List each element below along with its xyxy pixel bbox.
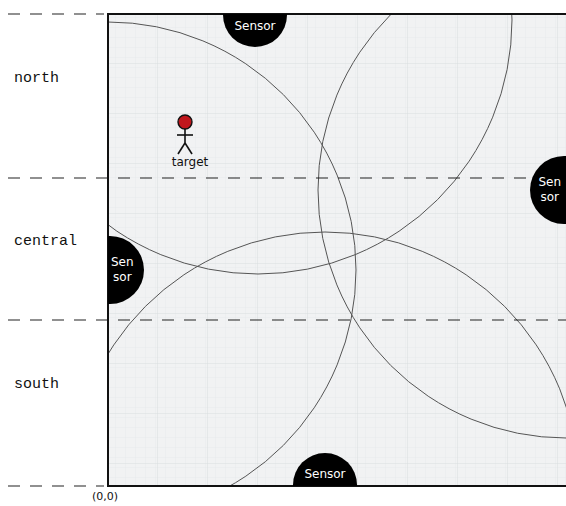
target-figure — [177, 115, 193, 154]
sensor-name: Sensor — [234, 19, 275, 34]
sensor-name: Sen sor — [538, 175, 561, 205]
band-divider — [8, 485, 104, 486]
coverage-circle — [108, 14, 512, 274]
coverage-circle — [108, 22, 356, 486]
coverage-circle — [108, 232, 566, 486]
coverage-circles — [108, 14, 566, 486]
sensor-name: Sen sor — [111, 255, 134, 285]
coverage-circle — [318, 14, 566, 438]
field-border — [108, 14, 566, 486]
band-divider — [8, 177, 566, 178]
band-dividers — [8, 14, 566, 486]
origin-label: (0,0) — [92, 490, 118, 503]
band-name: south — [14, 376, 59, 393]
band-divider — [8, 319, 566, 320]
band-name: central — [14, 233, 77, 250]
band-name: north — [14, 70, 59, 87]
grid — [108, 14, 566, 486]
band-divider — [8, 13, 104, 14]
target-label: target — [172, 155, 209, 169]
field-ground — [108, 14, 566, 486]
sensor-name: Sensor — [304, 467, 345, 482]
